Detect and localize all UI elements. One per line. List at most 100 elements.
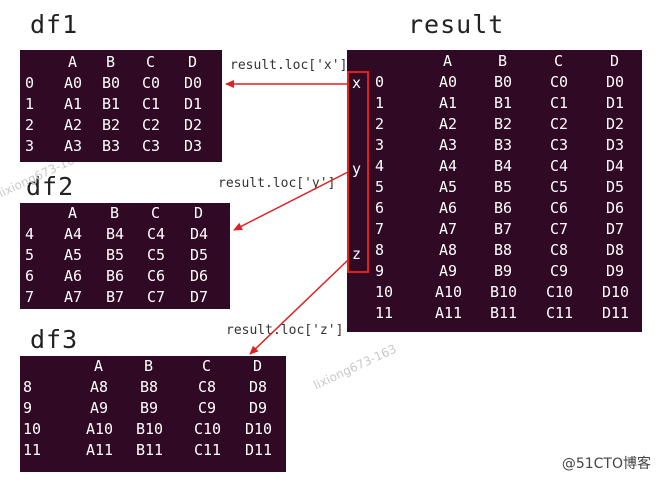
row-index: 7	[25, 288, 35, 306]
row-index: 7	[375, 220, 385, 238]
annotation-loc-x: result.loc['x']	[230, 58, 348, 73]
table-cell: C10	[194, 420, 222, 438]
table-cell: B10	[490, 283, 518, 301]
table-cell: A3	[64, 137, 83, 155]
table-cell: D10	[245, 420, 273, 438]
row-index: 8	[23, 378, 33, 396]
table-cell: A10	[86, 420, 114, 438]
table-cell: B5	[106, 246, 125, 264]
row-index: 9	[375, 262, 385, 280]
column-header: D	[188, 53, 198, 71]
table-cell: D5	[190, 246, 209, 264]
table-cell: B11	[136, 441, 164, 459]
table-cell: D1	[606, 94, 625, 112]
row-index: 10	[375, 283, 394, 301]
table-cell: C0	[550, 73, 569, 91]
table-cell: D6	[606, 199, 625, 217]
brand-watermark: @51CTO博客	[561, 456, 651, 472]
table-cell: B3	[494, 136, 513, 154]
arrow-z	[249, 259, 349, 355]
table-cell: C7	[550, 220, 569, 238]
column-header: C	[554, 52, 564, 70]
table-cell: D3	[606, 136, 625, 154]
table-cell: D3	[184, 137, 203, 155]
table-cell: D6	[190, 267, 209, 285]
table-cell: C4	[147, 225, 166, 243]
table-cell: C1	[142, 95, 161, 113]
table-cell: D8	[606, 241, 625, 259]
table-cell: D1	[184, 95, 203, 113]
row-index: 3	[375, 136, 385, 154]
table-cell: C11	[546, 304, 574, 322]
table-cell: C9	[550, 262, 569, 280]
row-index: 4	[25, 225, 35, 243]
table-cell: A5	[64, 246, 83, 264]
df3-title: df3	[30, 325, 79, 354]
column-header: C	[146, 53, 156, 71]
table-cell: C0	[142, 74, 161, 92]
table-cell: A1	[64, 95, 83, 113]
row-index: 8	[375, 241, 385, 259]
table-cell: C6	[147, 267, 166, 285]
table-cell: A2	[64, 116, 83, 134]
table-cell: C3	[550, 136, 569, 154]
row-index: 9	[23, 399, 33, 417]
table-cell: C8	[198, 378, 217, 396]
column-header: A	[94, 357, 104, 375]
table-cell: D7	[190, 288, 209, 306]
table-cell: B0	[494, 73, 513, 91]
table-cell: B7	[106, 288, 125, 306]
row-index: 2	[375, 115, 385, 133]
column-header: B	[498, 52, 508, 70]
table-cell: B0	[102, 74, 121, 92]
table-cell: A0	[64, 74, 83, 92]
column-header: C	[151, 204, 161, 222]
table-cell: C2	[142, 116, 161, 134]
table-cell: B10	[136, 420, 164, 438]
table-cell: C5	[550, 178, 569, 196]
table-cell: B4	[494, 157, 513, 175]
row-index: 6	[375, 199, 385, 217]
column-header: D	[194, 204, 204, 222]
column-header: C	[202, 357, 212, 375]
row-index: 10	[23, 420, 42, 438]
column-header: D	[253, 357, 263, 375]
table-cell: A5	[439, 178, 458, 196]
row-index: 0	[375, 73, 385, 91]
table-cell: B9	[140, 399, 159, 417]
table-cell: A4	[439, 157, 458, 175]
table-cell: C11	[194, 441, 222, 459]
table-cell: B7	[494, 220, 513, 238]
table-cell: D5	[606, 178, 625, 196]
table-cell: C3	[142, 137, 161, 155]
row-index: 0	[25, 74, 35, 92]
table-cell: B3	[102, 137, 121, 155]
table-cell: A7	[64, 288, 83, 306]
table-cell: C7	[147, 288, 166, 306]
table-cell: C10	[546, 283, 574, 301]
table-cell: A10	[435, 283, 463, 301]
table-cell: A9	[90, 399, 109, 417]
row-index: 1	[25, 95, 35, 113]
table-cell: D11	[602, 304, 630, 322]
table-cell: A8	[90, 378, 109, 396]
row-index: 11	[23, 441, 42, 459]
annotation-loc-z: result.loc['z']	[226, 323, 344, 338]
table-cell: B8	[140, 378, 159, 396]
table-cell: A11	[86, 441, 114, 459]
table-cell: C9	[198, 399, 217, 417]
column-header: B	[110, 204, 120, 222]
group-key: x	[352, 74, 362, 92]
key-highlight-box	[347, 71, 369, 273]
column-header: B	[106, 53, 116, 71]
table-cell: A1	[439, 94, 458, 112]
table-cell: A9	[439, 262, 458, 280]
row-index: 5	[375, 178, 385, 196]
table-cell: B11	[490, 304, 518, 322]
group-key: y	[352, 160, 362, 178]
table-cell: C8	[550, 241, 569, 259]
table-cell: B9	[494, 262, 513, 280]
